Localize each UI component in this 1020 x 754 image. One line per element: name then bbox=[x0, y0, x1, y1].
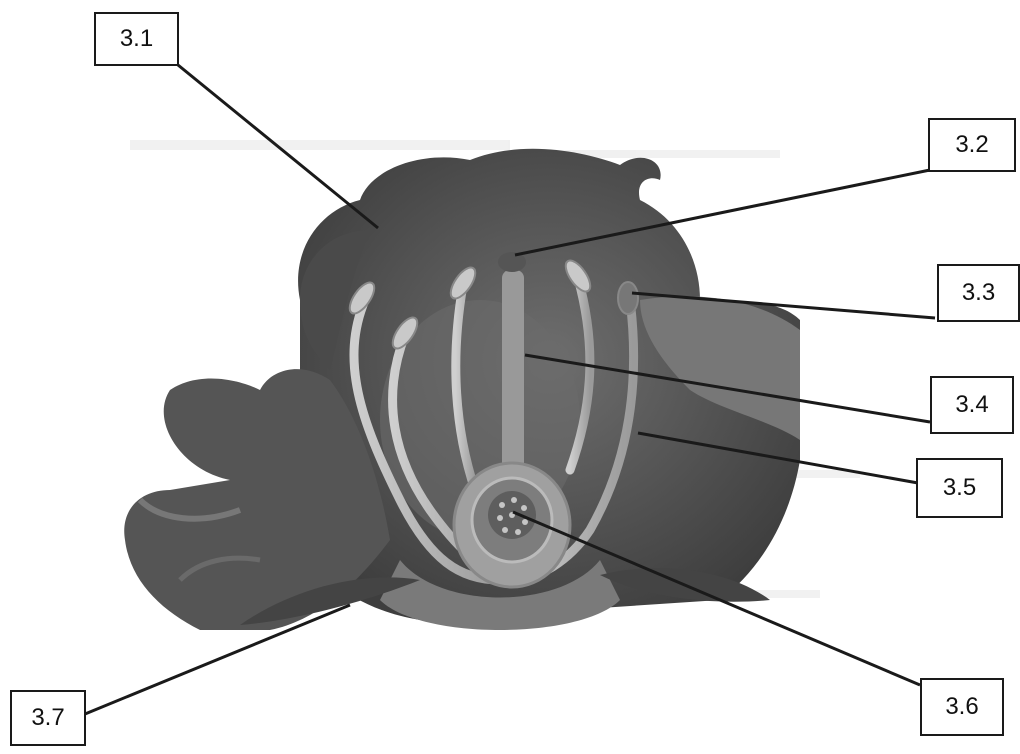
anther-5 bbox=[618, 282, 638, 314]
label-3-7: 3.7 bbox=[10, 690, 86, 746]
label-3-2: 3.2 bbox=[928, 118, 1016, 172]
style bbox=[502, 270, 524, 470]
label-3-1: 3.1 bbox=[94, 12, 179, 66]
label-3-4: 3.4 bbox=[930, 376, 1014, 434]
label-3-5: 3.5 bbox=[916, 458, 1003, 518]
label-3-6: 3.6 bbox=[920, 678, 1004, 736]
label-3-3: 3.3 bbox=[937, 264, 1020, 322]
